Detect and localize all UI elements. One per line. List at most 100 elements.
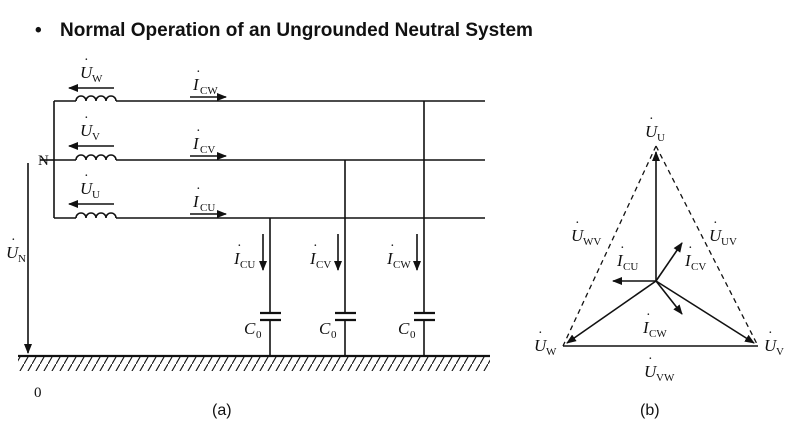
label-uwv: · U WV <box>571 216 601 248</box>
svg-text:·: · <box>688 241 693 256</box>
label-icu-phasor: · I CU <box>616 241 638 273</box>
svg-text:·: · <box>538 326 543 341</box>
capacitor-branch-u <box>259 218 281 356</box>
svg-text:U: U <box>764 336 778 355</box>
phasor-diagram-b: · U U · U W · U V · U WV · U UV · U VW <box>534 112 784 419</box>
svg-text:·: · <box>11 233 16 248</box>
svg-text:UV: UV <box>721 236 737 248</box>
svg-text:VW: VW <box>656 372 675 384</box>
svg-text:U: U <box>709 226 723 245</box>
label-c0-v: C 0 <box>319 319 337 341</box>
svg-text:0: 0 <box>331 329 337 341</box>
phasor-uw <box>566 280 657 344</box>
svg-text:I: I <box>233 249 241 268</box>
svg-text:I: I <box>192 75 200 94</box>
label-icw-phasor: · I CW <box>642 308 667 340</box>
svg-text:·: · <box>575 216 580 231</box>
svg-text:C: C <box>398 319 410 338</box>
svg-text:CU: CU <box>200 202 215 214</box>
svg-text:·: · <box>648 352 653 367</box>
svg-text:W: W <box>546 346 557 358</box>
capacitor-branch-v <box>334 160 356 356</box>
svg-text:CW: CW <box>393 259 411 271</box>
label-icw-branch: · I CW <box>386 239 411 271</box>
svg-text:·: · <box>84 53 89 68</box>
label-vertex-uw: · U W <box>534 326 557 358</box>
svg-text:·: · <box>84 169 89 184</box>
title-text: Normal Operation of an Ungrounded Neutra… <box>60 20 533 41</box>
svg-text:U: U <box>80 121 94 140</box>
title-bullet: • <box>35 20 42 41</box>
phasor-uv <box>655 280 755 344</box>
svg-text:U: U <box>571 226 585 245</box>
svg-text:U: U <box>92 189 100 201</box>
svg-text:·: · <box>390 239 395 254</box>
svg-text:·: · <box>196 182 201 197</box>
svg-text:I: I <box>309 249 317 268</box>
label-icv-branch: · I CV <box>309 239 331 271</box>
phasor-icw <box>655 280 683 315</box>
side-uv <box>655 145 759 347</box>
caption-a: (a) <box>212 402 232 419</box>
label-uv: · U V <box>80 111 100 143</box>
svg-text:CV: CV <box>691 261 706 273</box>
svg-text:·: · <box>84 111 89 126</box>
svg-text:U: U <box>644 362 658 381</box>
svg-text:CW: CW <box>200 85 218 97</box>
svg-text:I: I <box>192 192 200 211</box>
svg-text:I: I <box>386 249 394 268</box>
label-uu: · U U <box>80 169 100 201</box>
svg-text:C: C <box>319 319 331 338</box>
svg-text:U: U <box>657 132 665 144</box>
svg-text:I: I <box>684 251 692 270</box>
label-icu-branch: · I CU <box>233 239 255 271</box>
svg-text:CV: CV <box>316 259 331 271</box>
svg-text:V: V <box>776 346 784 358</box>
label-un: · U N <box>6 233 26 265</box>
label-icu-line: · I CU <box>192 182 215 214</box>
label-icv-phasor: · I CV <box>684 241 706 273</box>
svg-text:N: N <box>18 253 26 265</box>
coil-w <box>75 95 117 102</box>
svg-text:·: · <box>646 308 651 323</box>
svg-text:I: I <box>192 134 200 153</box>
circuit-diagram-a: N · U W · U V <box>6 53 490 419</box>
coil-v <box>75 154 117 161</box>
svg-text:V: V <box>92 131 100 143</box>
label-uw: · U W <box>80 53 103 85</box>
svg-text:I: I <box>616 251 624 270</box>
svg-text:U: U <box>80 179 94 198</box>
svg-text:·: · <box>196 65 201 80</box>
coil-u <box>75 212 117 219</box>
label-vertex-uu: · U U <box>645 112 665 144</box>
page-title: • Normal Operation of an Ungrounded Neut… <box>35 20 533 41</box>
svg-text:·: · <box>237 239 242 254</box>
label-vertex-uv: · U V <box>764 326 784 358</box>
svg-text:·: · <box>768 326 773 341</box>
svg-text:0: 0 <box>410 329 416 341</box>
svg-text:·: · <box>196 124 201 139</box>
svg-text:·: · <box>713 216 718 231</box>
node-0-label: 0 <box>34 385 42 401</box>
svg-text:I: I <box>642 318 650 337</box>
svg-text:0: 0 <box>256 329 262 341</box>
svg-text:CU: CU <box>623 261 638 273</box>
svg-text:U: U <box>80 63 94 82</box>
svg-text:CV: CV <box>200 144 215 156</box>
label-c0-w: C 0 <box>398 319 416 341</box>
svg-text:CU: CU <box>240 259 255 271</box>
label-icv-line: · I CV <box>192 124 215 156</box>
svg-text:CW: CW <box>649 328 667 340</box>
label-icw-line: · I CW <box>192 65 218 97</box>
capacitor-branch-w <box>413 101 435 356</box>
phasor-icv <box>655 242 683 282</box>
svg-text:U: U <box>645 122 659 141</box>
svg-text:W: W <box>92 73 103 85</box>
side-wv <box>562 145 657 347</box>
svg-text:U: U <box>6 243 20 262</box>
svg-text:C: C <box>244 319 256 338</box>
label-c0-u: C 0 <box>244 319 262 341</box>
caption-b: (b) <box>640 402 660 419</box>
phase-w-line <box>54 95 485 102</box>
